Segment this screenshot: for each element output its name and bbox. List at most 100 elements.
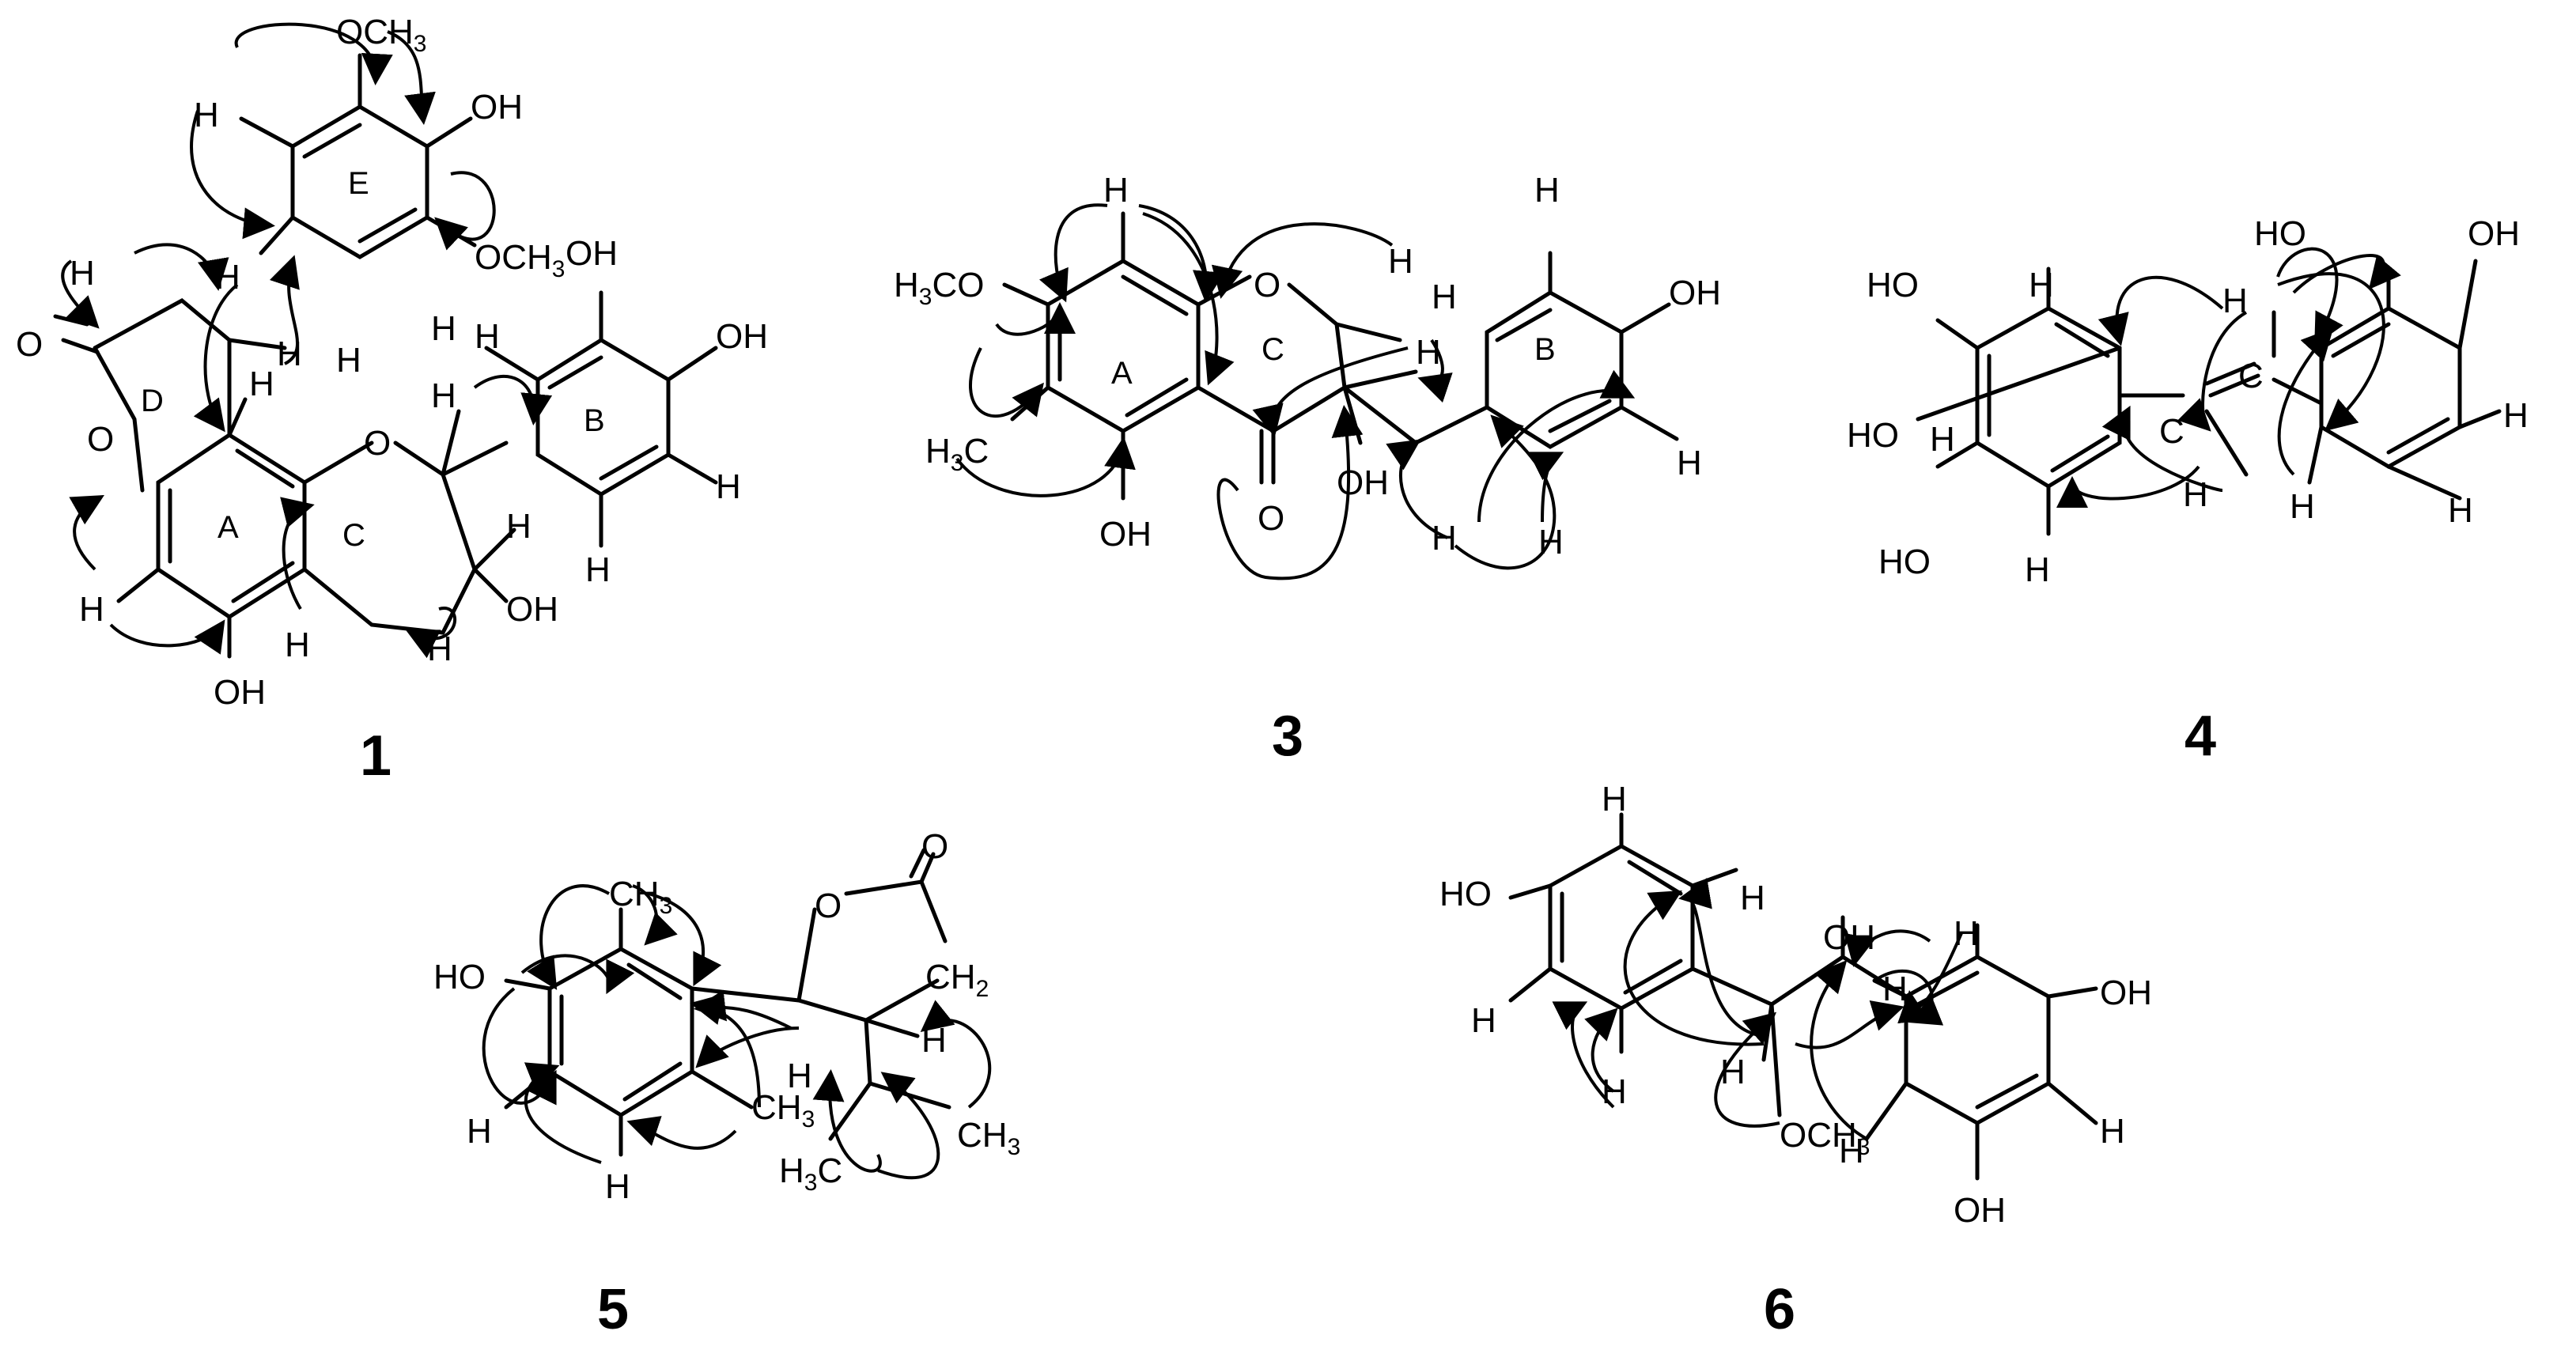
svg-text:CH3: CH3: [609, 875, 672, 919]
compound-5-atom-labels: CH3 HO H H CH3 H O O CH2 H H3C CH3: [433, 827, 1020, 1206]
svg-text:H: H: [1602, 1072, 1627, 1111]
compound-6-structure: H HO H H H OH H H H OCH3 OH H H OH 6: [1439, 780, 2152, 1341]
compound-number-3: 3: [1272, 705, 1303, 768]
svg-text:OH: OH: [214, 673, 266, 712]
compound-number-4: 4: [2184, 705, 2216, 768]
svg-text:H: H: [716, 467, 741, 506]
compound-3-structure: H H3CO H3C OH O O OH H H H H H OH H H A …: [894, 171, 1721, 768]
ring-c-bonds: [302, 409, 516, 635]
svg-text:H: H: [79, 590, 104, 629]
svg-text:H: H: [1839, 1132, 1864, 1170]
right-ring-bonds: [2307, 259, 2502, 501]
svg-text:H: H: [1471, 1001, 1496, 1040]
svg-text:C: C: [342, 518, 365, 553]
svg-text:H: H: [506, 507, 531, 546]
compound-4-structure: HO HO HO H H H C H C H HO OH H H H 4: [1847, 214, 2529, 768]
svg-text:H3C: H3C: [779, 1151, 842, 1196]
svg-text:HO: HO: [1878, 543, 1931, 581]
svg-text:H: H: [1388, 242, 1413, 281]
vinyl-bonds: [2204, 310, 2324, 477]
svg-text:HO: HO: [433, 958, 486, 996]
svg-text:OH: OH: [1954, 1191, 2006, 1230]
compound-1-ring-labels: E D A C B: [141, 166, 605, 553]
svg-text:H: H: [1432, 519, 1457, 558]
compound-number-1: 1: [360, 724, 392, 788]
ring-b-bonds: [1413, 251, 1679, 449]
compound-1-atom-labels: OCH3 OH OCH3 H H H H H O O H O H OH H H …: [16, 13, 768, 712]
left-ring-bonds: [1916, 267, 2185, 536]
svg-text:C: C: [2159, 412, 2184, 451]
svg-text:H: H: [2222, 282, 2248, 320]
svg-text:OH: OH: [716, 317, 768, 356]
svg-text:H: H: [427, 630, 452, 668]
svg-text:H: H: [1416, 333, 1441, 372]
svg-text:H: H: [2290, 487, 2315, 526]
svg-text:H: H: [2029, 266, 2054, 304]
ring-b-bonds: [484, 290, 718, 548]
svg-text:HO: HO: [1847, 416, 1899, 455]
ring-a-bonds: [1002, 211, 1201, 501]
svg-text:C: C: [2238, 357, 2264, 395]
svg-text:H3CO: H3CO: [894, 266, 984, 310]
svg-text:H: H: [921, 1021, 947, 1060]
svg-text:H: H: [2183, 475, 2208, 514]
svg-text:A: A: [218, 510, 239, 545]
compound-1-structure: OCH3 OH OCH3 H H H H H O O H O H OH H H …: [16, 13, 768, 788]
svg-text:H: H: [285, 626, 310, 664]
compound-5-hmbc-arrows: [482, 884, 992, 1180]
svg-text:C: C: [1262, 332, 1284, 367]
svg-text:H: H: [467, 1112, 492, 1151]
compound-3-ring-labels: A C B: [1111, 332, 1556, 391]
svg-text:H: H: [1882, 970, 1908, 1008]
svg-text:OCH3: OCH3: [336, 13, 426, 57]
svg-text:H: H: [1534, 171, 1560, 210]
compound-number-5: 5: [597, 1278, 629, 1341]
compound-number-6: 6: [1764, 1278, 1795, 1341]
svg-text:OH: OH: [1099, 515, 1152, 554]
svg-text:OH: OH: [2468, 214, 2520, 253]
svg-text:O: O: [87, 420, 114, 459]
compound-3-hmbc-arrows: [955, 203, 1636, 580]
svg-text:H: H: [194, 96, 219, 134]
svg-text:H: H: [1103, 171, 1129, 210]
svg-text:OH: OH: [506, 590, 558, 629]
compound-4-atom-labels: HO HO HO H H H C H C H HO OH H H H: [1847, 214, 2529, 589]
left-ring-bonds: [1508, 812, 1774, 1054]
svg-text:O: O: [921, 827, 948, 866]
svg-text:B: B: [584, 403, 605, 438]
svg-text:H: H: [1740, 879, 1765, 917]
ring-a-bonds: [116, 397, 307, 659]
svg-text:O: O: [1258, 499, 1284, 538]
svg-text:HO: HO: [1439, 875, 1492, 913]
svg-text:H: H: [70, 254, 95, 293]
svg-text:OH: OH: [1669, 274, 1721, 312]
svg-text:H: H: [475, 317, 500, 356]
svg-text:E: E: [348, 166, 369, 201]
svg-text:D: D: [141, 384, 164, 418]
svg-text:H: H: [2448, 491, 2473, 530]
svg-text:A: A: [1111, 356, 1133, 391]
compound-5-structure: CH3 HO H H CH3 H O O CH2 H H3C CH3 5: [433, 827, 1020, 1341]
compound-1-hmbc-arrows: [61, 22, 553, 659]
svg-text:H: H: [277, 335, 302, 373]
svg-text:H: H: [215, 258, 240, 297]
svg-text:H: H: [1930, 420, 1955, 459]
svg-text:OH: OH: [471, 88, 523, 127]
svg-text:H: H: [249, 365, 274, 403]
svg-text:H: H: [605, 1167, 630, 1206]
svg-text:H: H: [431, 376, 456, 415]
svg-text:H: H: [1954, 914, 1979, 953]
ring-e-bonds: [239, 53, 477, 259]
svg-text:H: H: [585, 550, 611, 589]
svg-text:HO: HO: [2254, 214, 2306, 253]
svg-text:OH: OH: [566, 234, 618, 273]
svg-text:CH2: CH2: [925, 958, 989, 1002]
right-ring-bonds: [1864, 923, 2098, 1181]
svg-text:CH3: CH3: [957, 1116, 1020, 1160]
compound-4-hmbc-arrows: [2056, 247, 2401, 509]
svg-text:O: O: [1254, 266, 1280, 304]
svg-text:H3C: H3C: [925, 432, 989, 476]
svg-text:OCH3: OCH3: [1780, 1116, 1870, 1160]
svg-text:O: O: [815, 887, 842, 925]
